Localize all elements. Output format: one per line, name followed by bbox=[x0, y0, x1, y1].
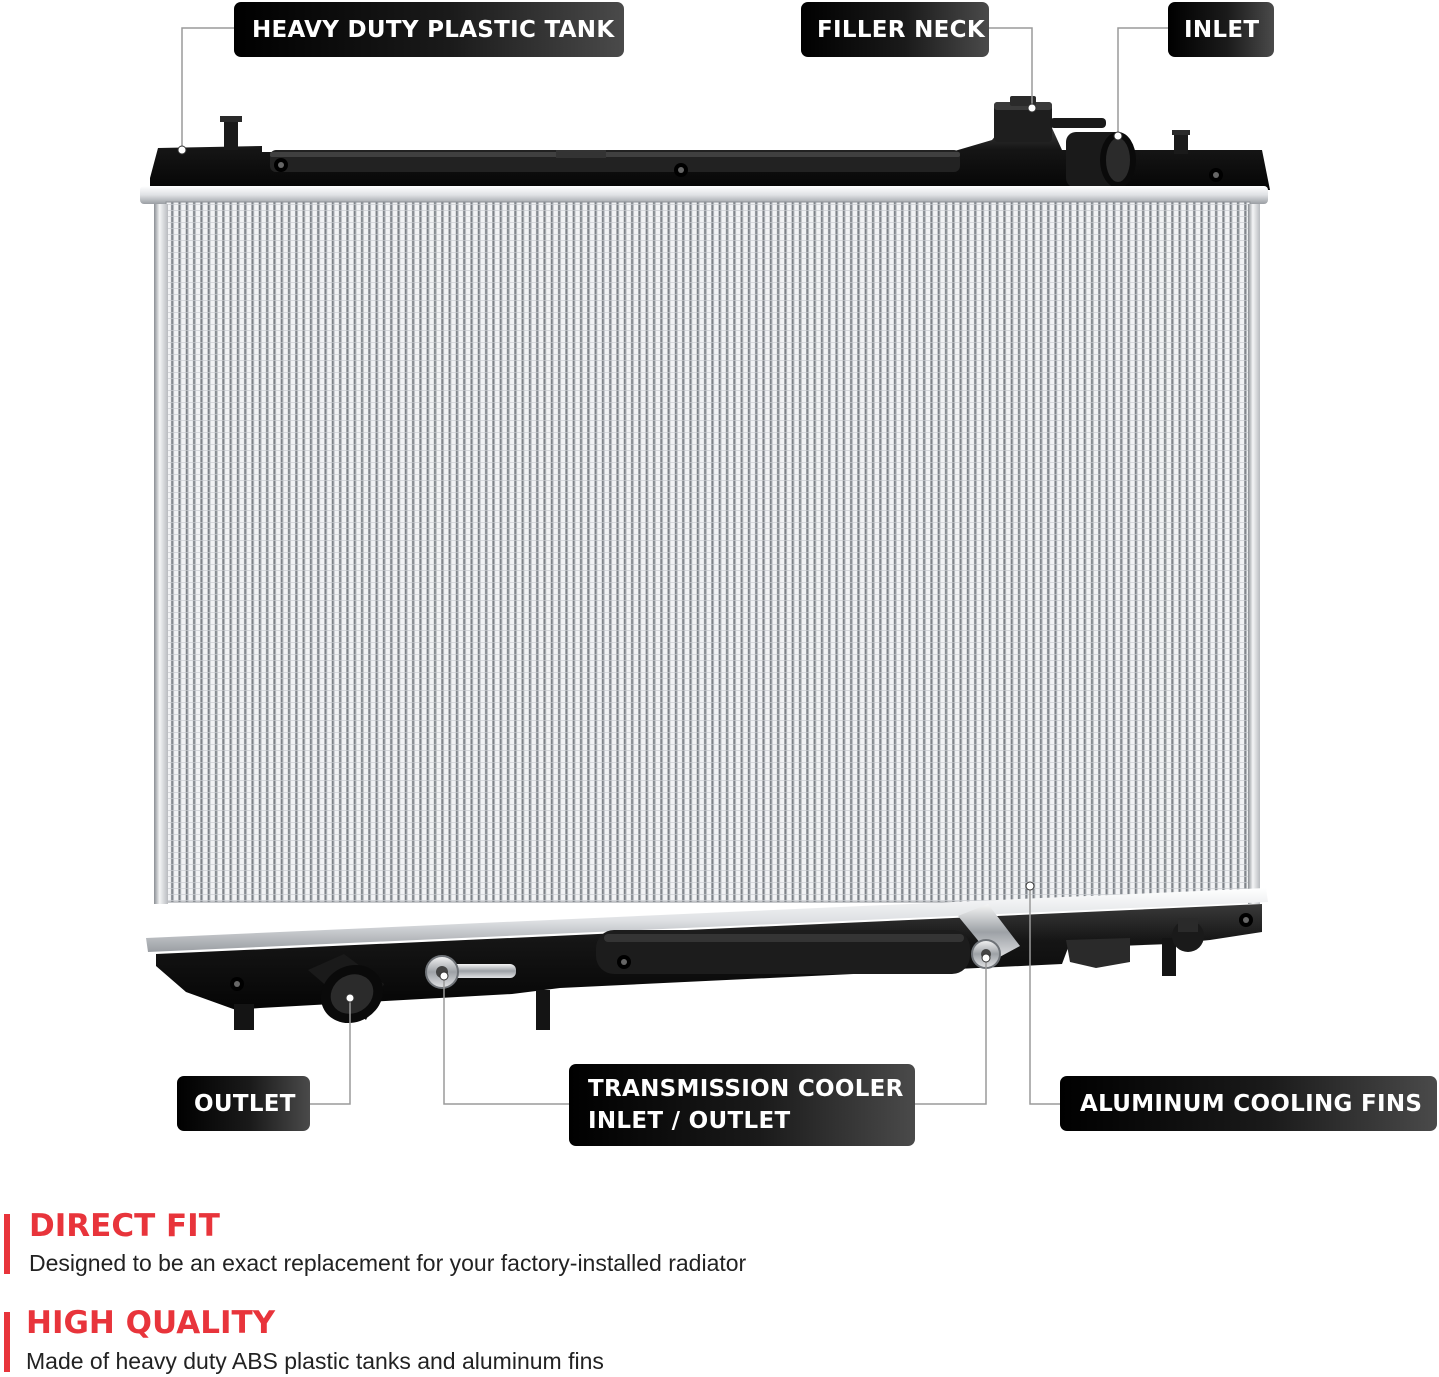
callout-label: FILLER NECK bbox=[817, 16, 985, 43]
callout-label: OUTLET bbox=[194, 1090, 296, 1117]
transmission-cooler-fittings bbox=[425, 904, 1020, 989]
feature-title: HIGH QUALITY bbox=[26, 1305, 276, 1341]
callout-anchor-dots bbox=[177, 103, 1123, 1003]
lower-rail bbox=[146, 888, 1268, 952]
filler-neck-part bbox=[994, 96, 1106, 142]
feature-description: Designed to be an exact replacement for … bbox=[29, 1250, 747, 1276]
callout-inlet: INLET bbox=[1168, 2, 1274, 57]
callout-label-line1: TRANSMISSION COOLER bbox=[588, 1076, 904, 1102]
top-tank bbox=[150, 116, 1270, 190]
callout-label: HEAVY DUTY PLASTIC TANK bbox=[252, 16, 615, 43]
upper-rail bbox=[140, 186, 1268, 204]
feature-description: Made of heavy duty ABS plastic tanks and… bbox=[26, 1348, 604, 1374]
feature-accent-bar bbox=[4, 1312, 10, 1372]
left-side-bracket bbox=[154, 204, 168, 904]
callout-outlet: OUTLET bbox=[177, 1076, 310, 1131]
callout-label-line2: INLET / OUTLET bbox=[588, 1108, 791, 1134]
callout-label: ALUMINUM COOLING FINS bbox=[1080, 1090, 1423, 1117]
callout-aluminum-cooling-fins: ALUMINUM COOLING FINS bbox=[1060, 1076, 1437, 1131]
cooling-fin-core bbox=[166, 202, 1250, 902]
callout-heavy-duty-plastic-tank: HEAVY DUTY PLASTIC TANK bbox=[234, 2, 624, 57]
inlet-pipe bbox=[1066, 132, 1136, 188]
feature-accent-bar bbox=[4, 1214, 10, 1274]
callout-leader-lines bbox=[181, 27, 1170, 1105]
feature-direct-fit: DIRECT FIT Designed to be an exact repla… bbox=[0, 1208, 900, 1280]
callout-filler-neck: FILLER NECK bbox=[801, 2, 989, 57]
callout-transmission-cooler: TRANSMISSION COOLER INLET / OUTLET bbox=[569, 1064, 915, 1146]
callout-label: INLET bbox=[1184, 16, 1260, 43]
feature-title: DIRECT FIT bbox=[29, 1208, 220, 1244]
feature-high-quality: HIGH QUALITY Made of heavy duty ABS plas… bbox=[0, 1305, 900, 1377]
right-side-bracket bbox=[1248, 204, 1260, 904]
